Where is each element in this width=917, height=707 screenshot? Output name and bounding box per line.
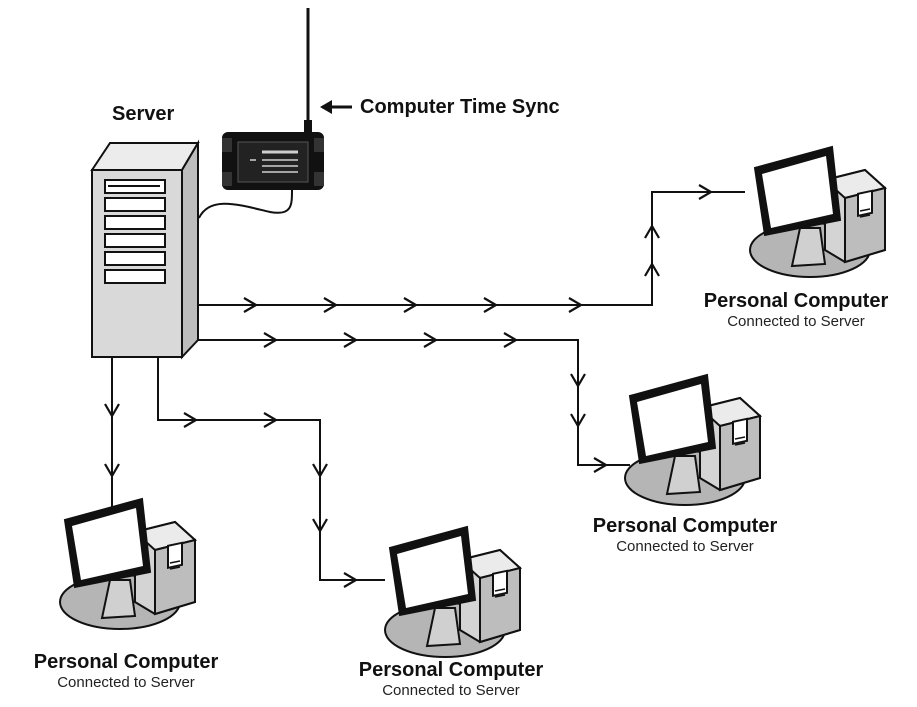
line-to-pc-top-right (195, 191, 745, 306)
pc-subtitle: Connected to Server (57, 674, 195, 691)
pc-icon-bottom-left (59, 498, 196, 630)
line-to-pc-middle-right (195, 339, 630, 466)
server-icon (90, 139, 200, 360)
server-label: Server (112, 103, 175, 125)
line-to-pc-bottom-middle (157, 358, 385, 581)
pc-icon-bottom-middle (384, 526, 521, 658)
pc-label-bottom-middle: Personal Computer Connected to Server (331, 659, 571, 699)
time-sync-cable (198, 189, 293, 219)
pc-subtitle: Connected to Server (382, 682, 520, 699)
pc-title: Personal Computer (358, 659, 544, 681)
pc-label-top-right: Personal Computer Connected to Server (676, 290, 916, 330)
pc-subtitle: Connected to Server (727, 313, 865, 330)
pc-icon-middle-right (624, 374, 761, 506)
time-sync-device-icon (222, 8, 324, 190)
pc-label-middle-right: Personal Computer Connected to Server (565, 515, 805, 555)
pc-title: Personal Computer (703, 290, 889, 312)
pc-title: Personal Computer (33, 651, 219, 673)
pc-subtitle: Connected to Server (616, 538, 754, 555)
time-sync-pointer-arrow (320, 100, 352, 114)
pc-icon-top-right (749, 146, 886, 278)
pc-title: Personal Computer (592, 515, 778, 537)
time-sync-label: Computer Time Sync (360, 96, 560, 118)
pc-label-bottom-left: Personal Computer Connected to Server (6, 651, 246, 691)
